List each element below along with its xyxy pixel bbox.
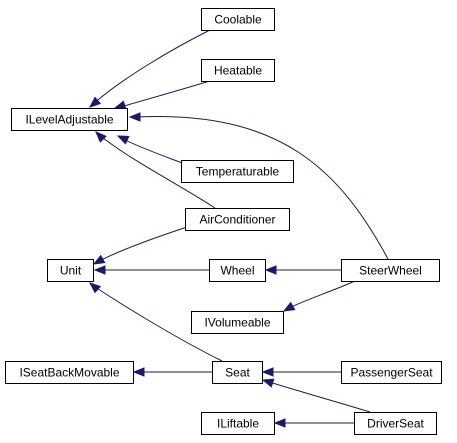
class-node-box [5,361,134,384]
class-node-box [185,208,290,231]
class-node-iseatbackmovable[interactable]: ISeatBackMovable [5,361,134,384]
inheritance-arrowhead-icon [282,301,296,312]
edge-airconditioner-to-unit [92,225,191,265]
class-node-airconditioner[interactable]: AirConditioner [185,208,290,231]
edge-seat-to-iseatbackmovable [132,367,212,377]
edge-coolable-to-ileveladjustable [88,29,211,108]
inheritance-arrowhead-icon [273,418,286,428]
inheritance-arrowhead-icon [132,367,145,377]
class-node-steerwheel[interactable]: SteerWheel [341,259,440,282]
class-node-box [201,8,275,31]
edge-line [135,115,389,260]
inheritance-arrowhead-icon [264,265,277,275]
edge-wheel-to-unit [93,265,209,275]
class-node-label: Temperaturable [196,165,280,179]
class-node-coolable[interactable]: Coolable [201,8,275,31]
edge-temperaturable-to-ileveladjustable [116,135,191,167]
edge-line [286,280,356,310]
edges-layer [88,29,389,428]
class-node-ivolumeable[interactable]: IVolumeable [191,311,284,334]
edge-steerwheel-to-wheel [264,265,341,275]
edge-steerwheel-to-ivolumeable [282,280,356,312]
edge-driverseat-to-iliftable [273,418,354,428]
class-node-label: Unit [60,264,82,278]
class-node-box [191,311,284,334]
class-node-box [47,259,94,282]
class-node-label: ILiftable [217,417,259,431]
class-node-passengerseat[interactable]: PassengerSeat [341,361,442,384]
class-node-heatable[interactable]: Heatable [201,59,275,82]
edge-line [116,80,211,109]
class-node-box [201,59,275,82]
edge-airconditioner-to-ileveladjustable [95,131,216,209]
inheritance-arrowhead-icon [88,282,102,294]
class-node-label: Heatable [214,64,262,78]
class-node-box [201,412,275,435]
nodes-layer: CoolableHeatableILevelAdjustableTemperat… [5,8,442,435]
edge-line [265,380,371,413]
class-node-box [11,108,128,131]
edge-line [91,284,223,362]
class-node-label: Coolable [214,13,262,27]
class-node-box [354,412,437,435]
class-node-box [341,361,442,384]
class-node-ileveladjustable[interactable]: ILevelAdjustable [11,108,128,131]
class-node-box [341,259,440,282]
class-node-unit[interactable]: Unit [47,259,94,282]
class-node-label: SteerWheel [359,264,422,278]
edge-driverseat-to-seat [261,378,371,413]
class-node-box [209,259,266,282]
class-node-label: IVolumeable [204,316,270,330]
class-node-label: Seat [225,366,250,380]
class-node-label: AirConditioner [199,213,275,227]
class-node-label: ILevelAdjustable [25,113,113,127]
edge-passengerseat-to-seat [261,367,341,377]
inheritance-arrowhead-icon [93,265,106,275]
edge-heatable-to-ileveladjustable [113,80,211,110]
edge-line [96,225,191,263]
class-node-box [212,361,263,384]
class-node-seat[interactable]: Seat [212,361,263,384]
inheritance-arrowhead-icon [92,254,106,265]
class-node-label: DriverSeat [367,417,424,431]
edge-line [120,137,191,167]
edge-line [91,29,211,106]
inheritance-arrowhead-icon [88,96,102,108]
edge-steerwheel-to-ileveladjustable [128,112,389,260]
class-node-driverseat[interactable]: DriverSeat [354,412,437,435]
inheritance-arrowhead-icon [128,112,141,122]
inheritance-arrowhead-icon [95,131,107,143]
edge-seat-to-unit [88,282,223,362]
inheritance-arrowhead-icon [113,100,127,110]
inheritance-arrowhead-icon [261,378,275,388]
inheritance-arrowhead-icon [261,367,274,377]
class-node-label: ISeatBackMovable [19,366,119,380]
class-node-temperaturable[interactable]: Temperaturable [181,160,294,183]
class-node-box [181,160,294,183]
class-node-label: PassengerSeat [350,366,433,380]
class-node-wheel[interactable]: Wheel [209,259,266,282]
inheritance-arrowhead-icon [116,135,130,145]
class-node-iliftable[interactable]: ILiftable [201,412,275,435]
class-node-label: Wheel [220,264,254,278]
edge-line [97,133,216,209]
